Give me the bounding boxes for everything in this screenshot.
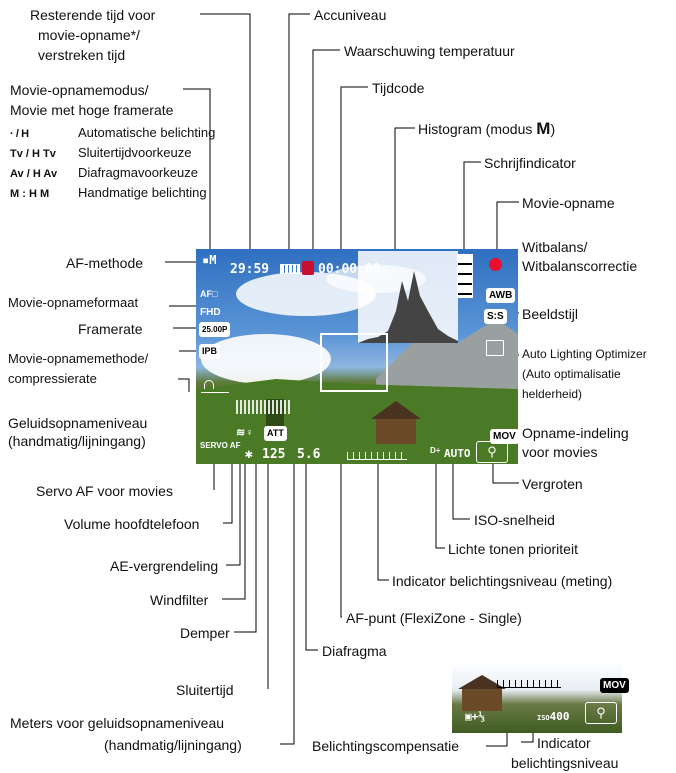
label-remaining-time: Resterende tijd voor: [30, 7, 156, 23]
label-htp: Lichte tonen prioriteit: [448, 541, 578, 557]
label-alo-2: (Auto optimalisatie: [522, 367, 621, 381]
audio-level-slider[interactable]: [201, 372, 229, 393]
af-point-frame[interactable]: [320, 333, 388, 392]
label-attenuator: Demper: [180, 625, 230, 641]
mode-auto-icon: · / H: [10, 128, 30, 140]
label-af-method: AF-methode: [66, 255, 144, 271]
label-exp-indicator: Indicator belichtingsniveau (meting): [392, 573, 613, 589]
label-timecode: Tijdcode: [372, 80, 425, 96]
label-audio-level-2: (handmatig/lijningang): [8, 433, 146, 449]
label-audio-level: Geluidsopnameniveau: [8, 415, 148, 431]
label-mov-format-2: voor movies: [522, 444, 598, 460]
inset-exposure-comp: ▣+⅓: [465, 710, 485, 723]
label-exp-level-2: belichtingsniveau: [511, 755, 619, 771]
label-headphone-vol: Volume hoofdtelefoon: [64, 516, 200, 532]
label-audio-meters-2: (handmatig/lijningang): [104, 737, 242, 753]
recording-dot-icon: [489, 258, 502, 271]
label-shoot-mode: Movie-opnamemodus/: [10, 82, 149, 98]
label-alo-3: helderheid): [522, 387, 583, 401]
battery-icon: [280, 264, 300, 274]
aperture-value: 5.6: [297, 447, 321, 462]
histogram: [358, 251, 458, 343]
label-temp-warning: Waarschuwing temperatuur: [344, 43, 515, 59]
magnify-button[interactable]: ⚲: [476, 441, 508, 463]
label-picture-style: Beeldstijl: [522, 306, 579, 322]
label-compression: Movie-opnamemethode/: [8, 351, 149, 366]
inset-magnify-icon: ⚲: [596, 705, 606, 720]
white-balance-badge: AWB: [486, 288, 516, 303]
label-compression-2: compressierate: [8, 371, 97, 386]
shooting-mode-icon: ▪M: [202, 253, 217, 267]
label-movie-rec: Movie-opname: [522, 195, 615, 211]
label-framerate: Framerate: [78, 321, 143, 337]
label-wind-filter: Windfilter: [150, 592, 209, 608]
label-shoot-mode-2: Movie met hoge framerate: [10, 102, 174, 118]
shutter-value: 125: [262, 447, 286, 462]
label-shutter: Sluitertijd: [176, 682, 234, 698]
af-method-icon: AF□: [200, 289, 218, 299]
recording-size-icon: FHD: [200, 307, 221, 318]
htp-icon: D+: [430, 446, 441, 455]
iso-value: AUTO: [444, 447, 471, 460]
inset-magnify-button[interactable]: ⚲: [585, 702, 617, 724]
label-servo-af: Servo AF voor movies: [36, 483, 173, 499]
picture-style-badge: S:S: [484, 309, 507, 324]
mode-tv-icon: Tv / H Tv: [10, 148, 56, 160]
label-mov-format: Opname-indeling: [522, 425, 629, 441]
label-iso: ISO-snelheid: [474, 512, 555, 528]
audio-meters: [236, 400, 292, 414]
magnify-icon: ⚲: [487, 444, 497, 459]
inset-exposure-scale: [497, 680, 561, 688]
label-wb: Witbalans/: [522, 239, 588, 255]
compression-badge: IPB: [199, 344, 221, 359]
attenuator-badge: ATT: [264, 426, 287, 441]
wind-filter-icon: ≋♀: [236, 427, 254, 439]
label-magnify: Vergroten: [522, 476, 583, 492]
label-aperture: Diafragma: [322, 643, 387, 659]
timecode-value: 00:00:00.: [318, 262, 389, 277]
label-battery: Accuniveau: [314, 7, 387, 23]
label-wb-2: Witbalanscorrectie: [522, 258, 638, 274]
label-alo: Auto Lighting Optimizer: [522, 347, 647, 361]
ae-lock-icon: ✱: [245, 447, 253, 462]
label-remaining-time-3: verstreken tijd: [38, 47, 126, 63]
label-ae-lock: AE-vergrendeling: [110, 558, 219, 574]
label-audio-meters: Meters voor geluidsopnameniveau: [10, 715, 225, 731]
scene-illustration: [196, 265, 518, 464]
label-rec-size: Movie-opnameformaat: [8, 295, 139, 310]
inset-movie-format-badge: MOV: [600, 678, 629, 693]
write-indicator-icon: [457, 254, 473, 298]
label-af-point: AF-punt (FlexiZone - Single): [346, 610, 522, 626]
mode-m-icon: M : H M: [10, 188, 50, 200]
label-exp-level: Indicator: [537, 735, 591, 751]
live-view-screen: [196, 249, 518, 464]
exposure-level-scale: [347, 452, 407, 460]
label-exp-comp: Belichtingscompensatie: [312, 738, 460, 754]
inset-iso: ISO400: [537, 710, 570, 723]
label-histogram: Histogram (modus M): [418, 119, 556, 138]
label-write-indicator: Schrijfindicator: [484, 155, 576, 171]
alo-icon: [486, 340, 504, 356]
mode-av-icon: Av / H Av: [10, 168, 58, 180]
servo-af-icon: SERVO AF: [200, 441, 241, 450]
remaining-time-value: 29:59: [230, 262, 270, 277]
headphone-icon: [204, 380, 214, 389]
inset-screen: [452, 661, 622, 733]
frame-rate-badge: 25.00P: [199, 322, 231, 337]
label-remaining-time-2: movie-opname*/: [38, 27, 140, 43]
exposure-comp-icon: ▣: [465, 710, 472, 723]
temperature-warning-icon: [302, 261, 314, 275]
movie-format-badge: MOV: [490, 429, 519, 444]
